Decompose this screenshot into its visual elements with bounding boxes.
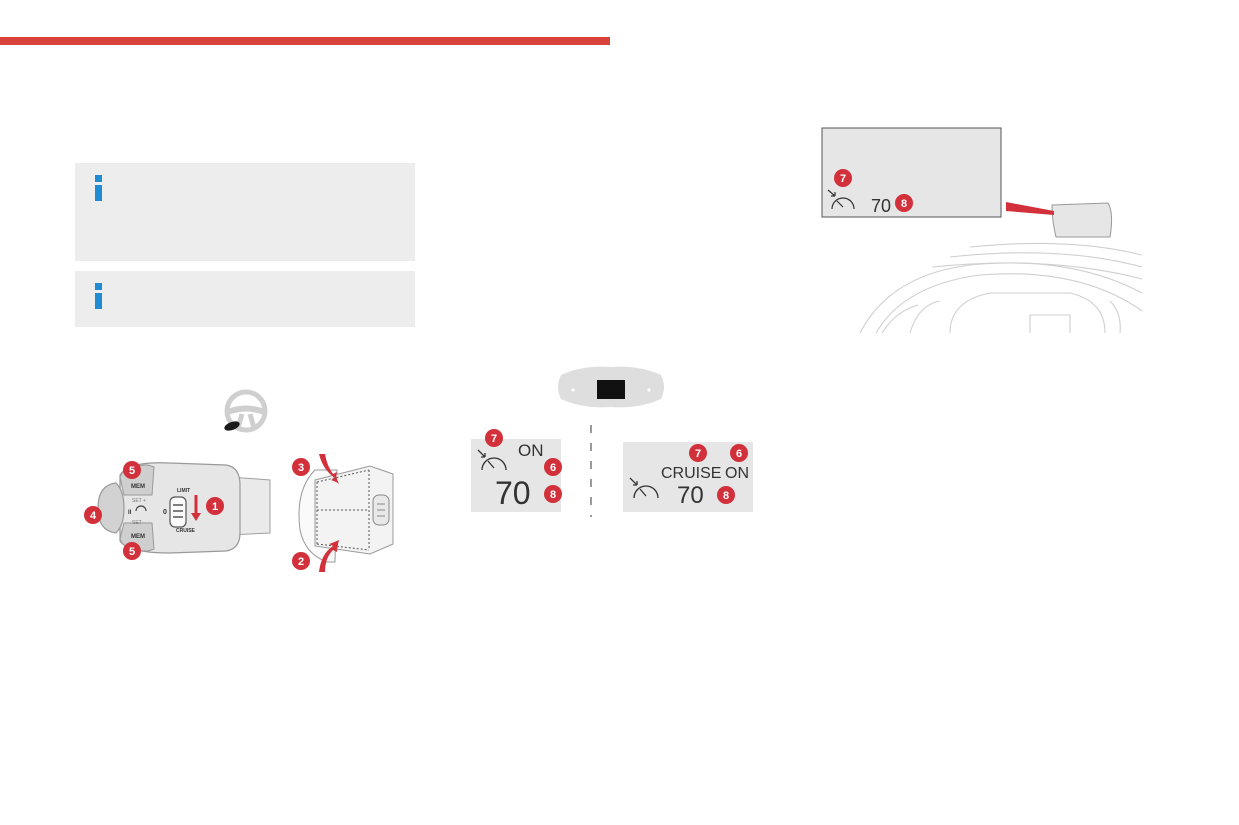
head-up-display-illustration: 70 7 8	[821, 127, 1143, 334]
cruise-control-stalk: MEM MEM SET + SET - II 0 LIMIT CRUISE 5 …	[84, 461, 271, 560]
speedometer-icon	[135, 505, 147, 512]
info-box-2	[75, 271, 415, 327]
dashboard-outline	[859, 242, 1143, 334]
callout-2	[292, 552, 310, 570]
callout-7-label: 7	[491, 433, 497, 445]
display-panel	[471, 439, 561, 512]
steering-wheel-side-controls: 3 2	[292, 454, 394, 572]
callout-7	[485, 429, 503, 447]
set-speed: 70	[677, 482, 704, 509]
callout-7-label: 7	[840, 173, 846, 185]
callout-8	[895, 194, 913, 212]
set-plus-label: SET +	[132, 498, 146, 504]
callout-8-label: 8	[901, 198, 907, 210]
callout-2-label: 2	[298, 556, 304, 568]
callout-8-label: 8	[550, 489, 556, 501]
display-separator	[590, 425, 592, 517]
limit-label: LIMIT	[177, 488, 190, 494]
speedometer-icon	[629, 477, 659, 499]
callout-5-bottom	[123, 542, 141, 560]
callout-7	[689, 444, 707, 462]
cruise-status-on: ON	[518, 441, 544, 460]
callout-4-label: 4	[90, 510, 97, 522]
callout-5-bottom-label: 5	[129, 546, 135, 558]
set-minus-label: SET -	[132, 520, 145, 526]
hud-speed: 70	[871, 196, 891, 216]
callout-8	[544, 485, 562, 503]
mem-label-bottom: MEM	[131, 534, 145, 540]
hud-projector	[1051, 202, 1113, 238]
cruise-label: CRUISE	[176, 528, 196, 534]
callout-6-label: 6	[736, 448, 742, 460]
info-box-1	[75, 163, 415, 261]
callout-6	[730, 444, 748, 462]
callout-7-label: 7	[695, 448, 701, 460]
cluster-display-left: ON 70 7 6 8	[471, 429, 562, 512]
cluster-display-right: CRUISE ON 70 7 6 8	[623, 442, 753, 512]
callout-5-top	[123, 461, 141, 479]
callout-8	[717, 486, 735, 504]
callout-5-top-label: 5	[129, 465, 135, 477]
callout-1	[206, 497, 224, 515]
callout-8-label: 8	[723, 490, 729, 502]
instrument-cluster-icon	[558, 366, 664, 408]
set-speed: 70	[495, 475, 531, 511]
callout-7	[834, 169, 852, 187]
callout-1-label: 1	[212, 501, 218, 513]
header-rule	[0, 37, 610, 45]
zero-label: 0	[163, 509, 167, 516]
callout-4	[84, 506, 102, 524]
callout-3-label: 3	[298, 462, 304, 474]
cruise-mode-label: CRUISE	[661, 465, 721, 482]
speedometer-icon	[477, 449, 507, 471]
speedometer-icon	[827, 189, 855, 210]
callout-6	[544, 458, 562, 476]
pause-label: II	[128, 510, 132, 516]
steering-wheel-icon	[224, 389, 268, 433]
mem-label-top: MEM	[131, 484, 145, 490]
callout-3	[292, 458, 310, 476]
callout-6-label: 6	[550, 462, 556, 474]
cruise-status-on: ON	[725, 465, 749, 482]
